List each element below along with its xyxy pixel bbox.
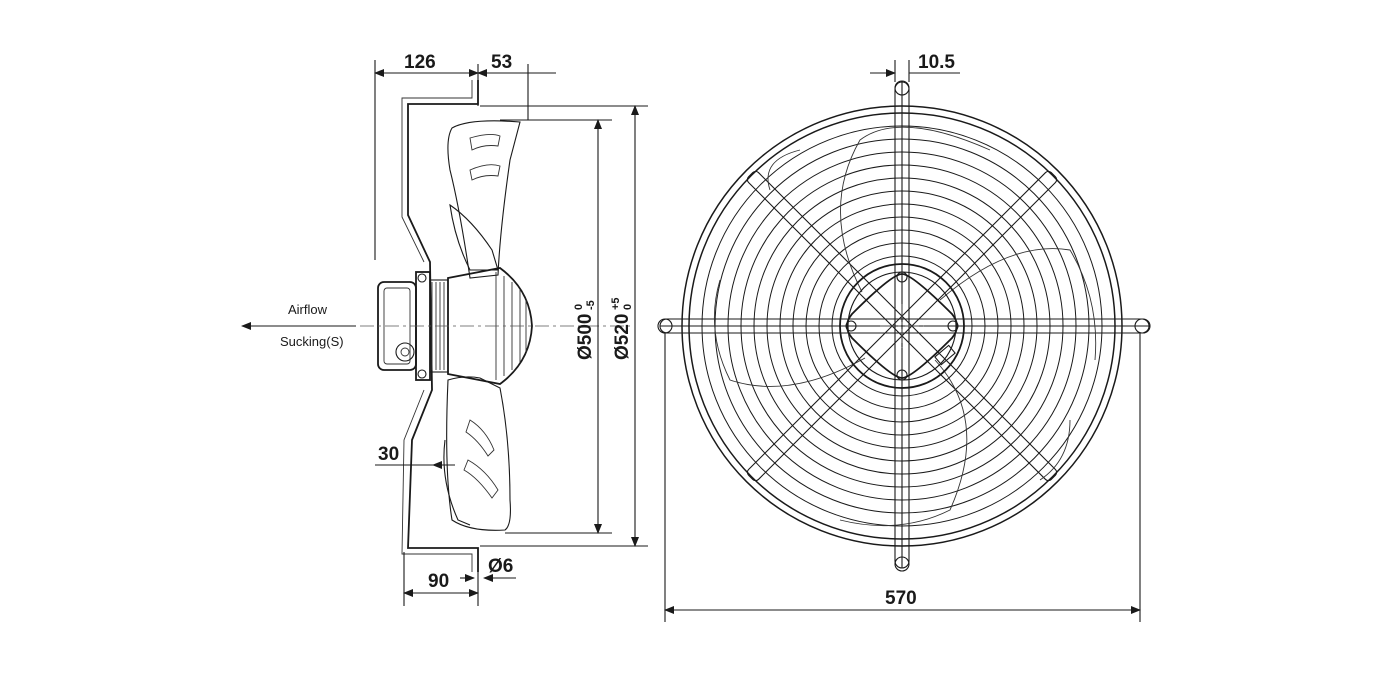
front-view: 10.5 570 (657, 52, 1151, 622)
dim-30-text: 30 (378, 444, 399, 465)
dim-53-text: 53 (491, 52, 512, 73)
motor-hub-front (839, 263, 965, 389)
dim-90-hole: 90 Ø6 (403, 552, 516, 606)
dim-10-5: 10.5 (870, 52, 960, 82)
dim-500-sup: 0 (573, 304, 585, 310)
dim-520-text: Ø520 (612, 314, 633, 360)
dim-30: 30 (375, 444, 455, 469)
dim-diameter-520: Ø520 +5 0 (480, 105, 648, 547)
dim-570: 570 (664, 333, 1141, 622)
dim-hole-text: Ø6 (488, 556, 513, 577)
dim-90-text: 90 (428, 571, 449, 592)
side-view: 126 53 (241, 52, 648, 606)
dim-10-5-text: 10.5 (918, 52, 955, 73)
guard-spokes (657, 80, 1151, 572)
dim-500-sub: -5 (585, 300, 597, 310)
dim-520-sub: 0 (622, 304, 634, 310)
dim-diameter-500: Ø500 0 -5 (500, 119, 612, 534)
dim-126-53: 126 53 (374, 52, 556, 260)
airflow-label: Airflow (288, 302, 328, 317)
dim-520-sup: +5 (610, 297, 622, 310)
fan-blades-front (713, 126, 1097, 527)
airflow-indicator: Airflow Sucking(S) (241, 302, 356, 349)
dim-126-text: 126 (404, 52, 436, 73)
fan-blades-side (443, 120, 521, 531)
dim-570-text: 570 (885, 588, 917, 609)
dim-500-text: Ø500 (575, 314, 596, 360)
sucking-label: Sucking(S) (280, 334, 344, 349)
